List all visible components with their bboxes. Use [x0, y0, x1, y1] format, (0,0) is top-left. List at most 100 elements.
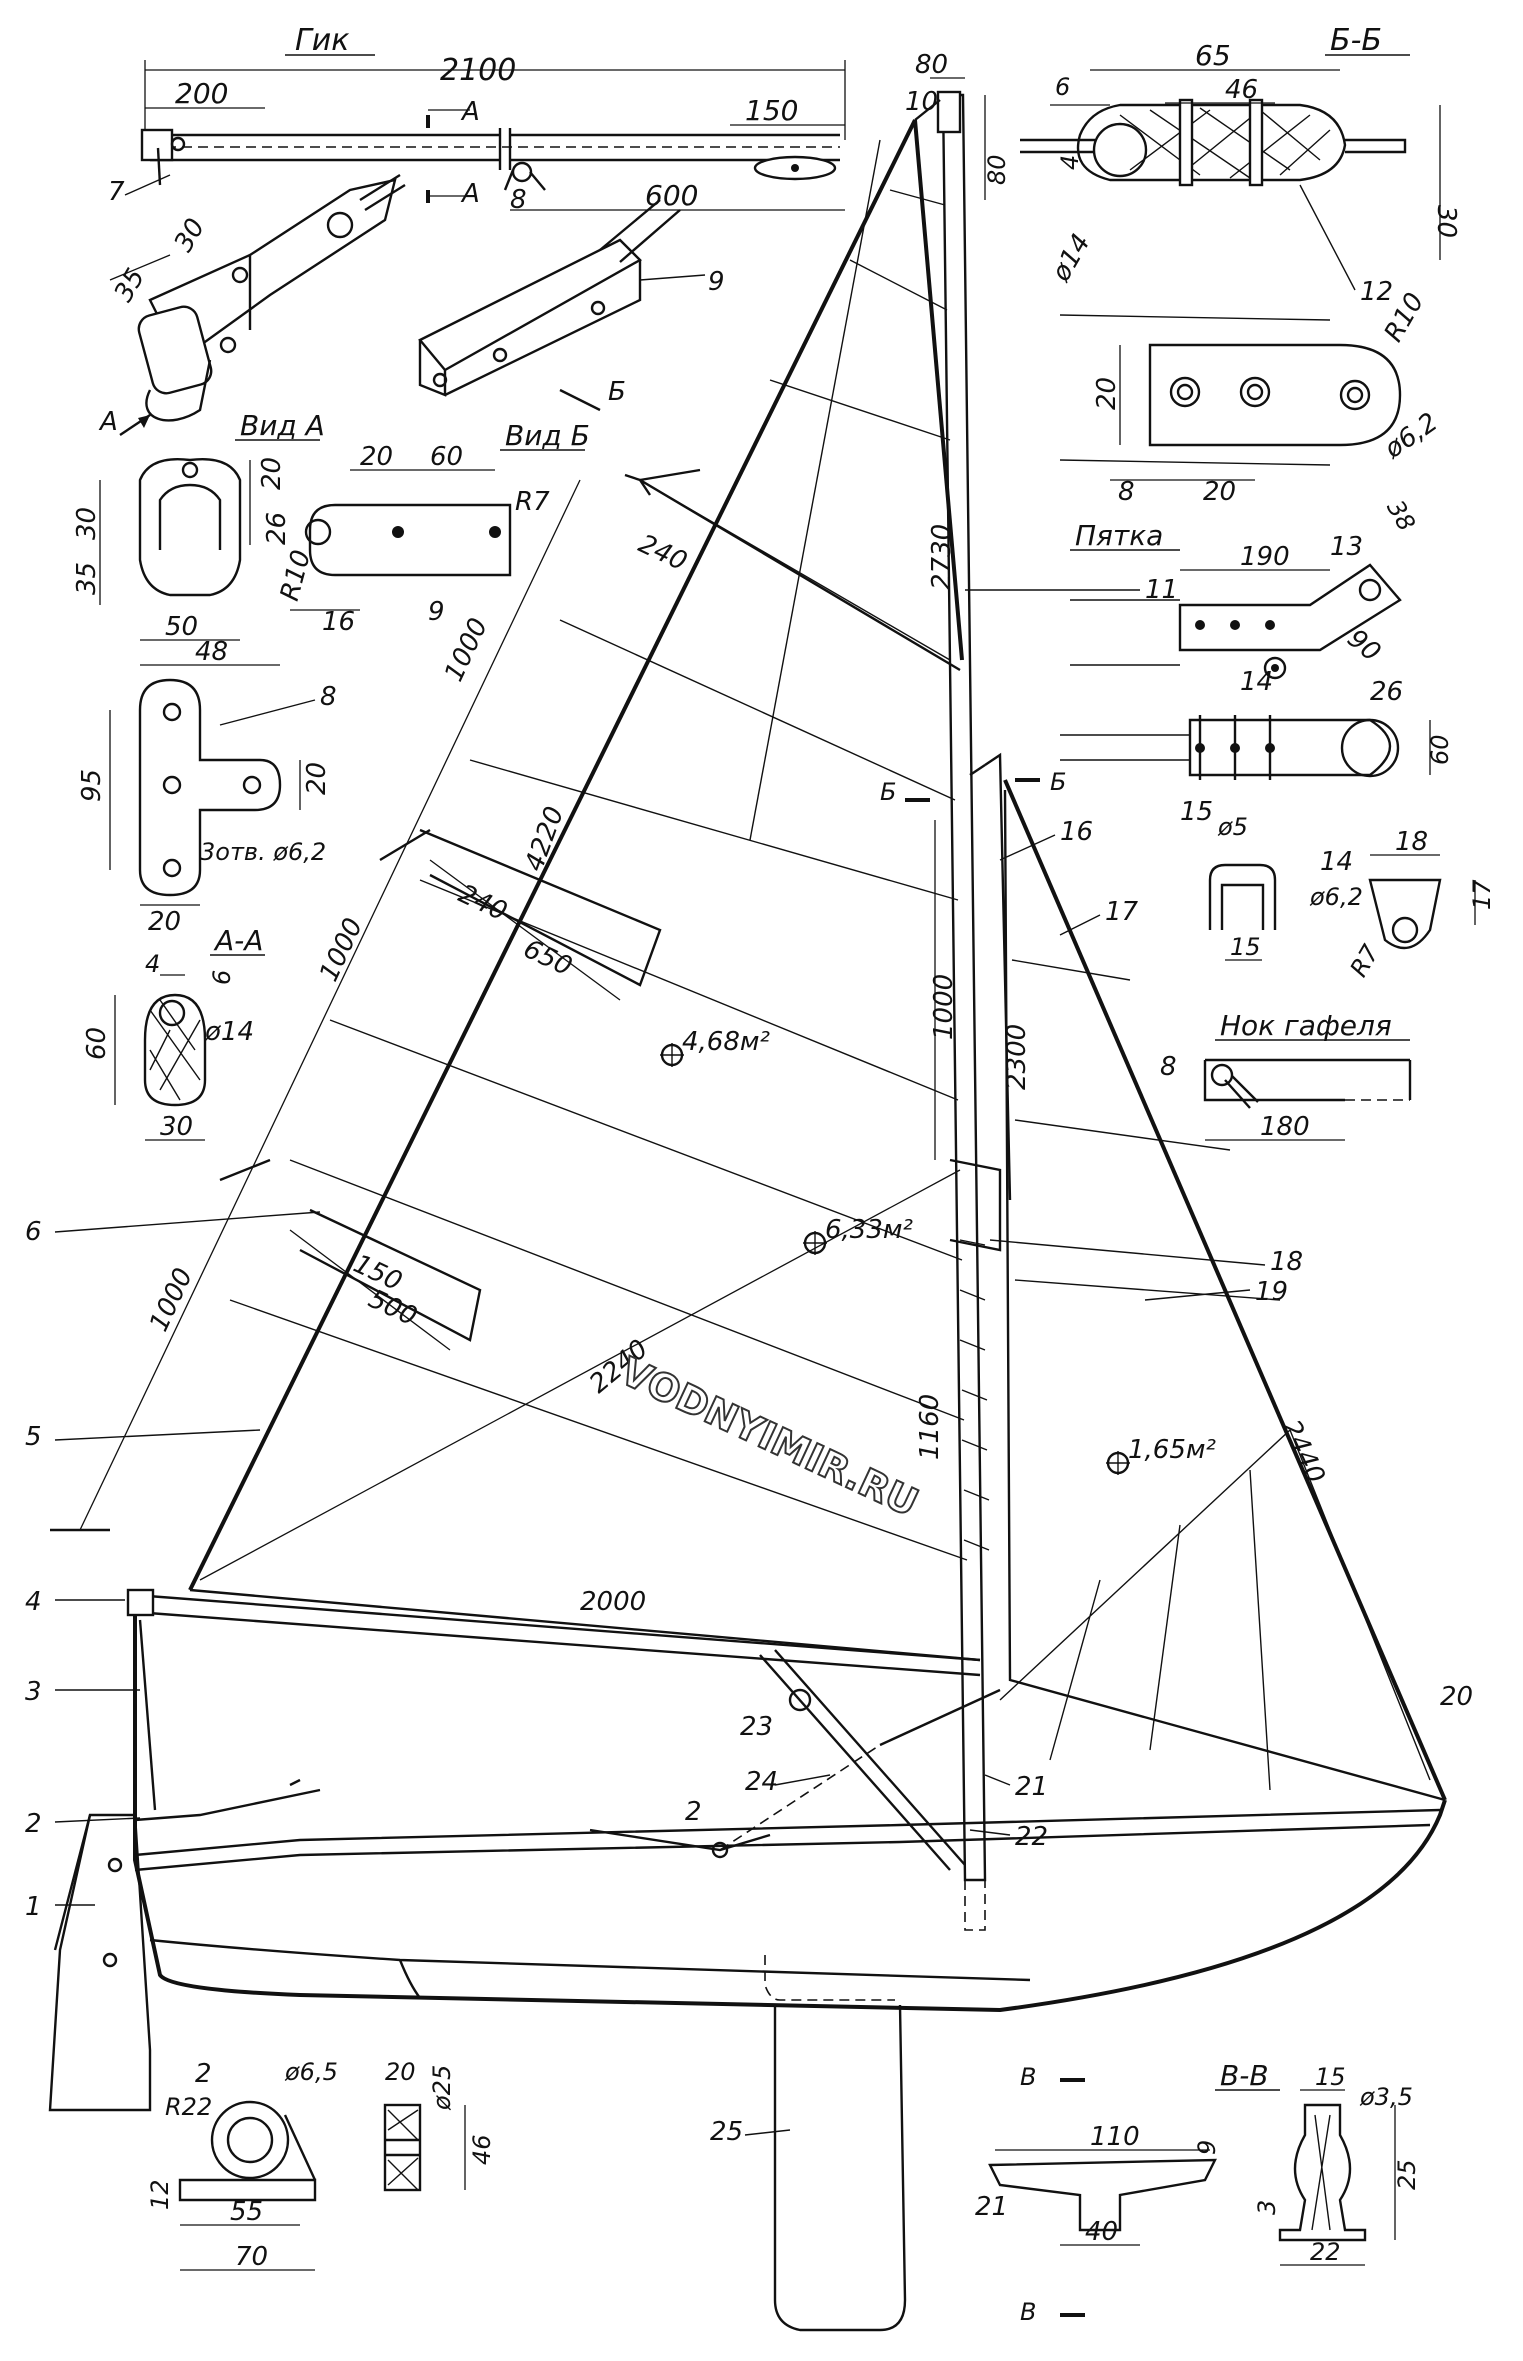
- dim-30-fitting7: 30: [169, 214, 212, 258]
- dim-2300: 2300: [1002, 1024, 1032, 1090]
- section-b-b: Б-Б 65 46 6 4 30 ø14 12: [1020, 23, 1461, 307]
- part-number-2-detail: 2: [195, 2059, 212, 2089]
- dim-r7-eye: R7: [1345, 939, 1386, 981]
- view-b-title: Вид Б: [505, 419, 590, 452]
- dim-20-plate: 20: [302, 762, 332, 795]
- part-number-19: 19: [1255, 1277, 1288, 1307]
- dim-6-aa: 6: [208, 970, 236, 985]
- hull-view: 25 23 24 20 21 22 4 3 2 1 2 5 6: [25, 1211, 1473, 2332]
- part-number-26: 26: [1370, 677, 1403, 707]
- dim-110: 110: [1090, 2122, 1140, 2152]
- dim-4-bb: 4: [1056, 155, 1084, 170]
- dim-d62-eye: ø6,2: [1309, 883, 1363, 911]
- dim-70: 70: [235, 2242, 268, 2272]
- dim-200: 200: [175, 77, 228, 110]
- part-number-21: 21: [1015, 1772, 1048, 1802]
- dim-9: 9: [1193, 2140, 1221, 2155]
- rig-main-view: 80 80 2730 10 1000 1000 1000 240: [50, 50, 1447, 1931]
- part-number-15: 15: [1180, 797, 1213, 827]
- dim-60-view-b: 60: [430, 442, 463, 472]
- dim-r10-view-b: R10: [275, 547, 317, 604]
- arrow-label-b: Б: [608, 377, 626, 407]
- part-number-3: 3: [25, 1677, 42, 1707]
- holes-note: 3отв. ø6,2: [200, 838, 326, 866]
- dim-boom-length: 2100: [440, 53, 516, 88]
- part-number-9: 9: [428, 597, 445, 627]
- part-number-8-plate: 8: [320, 682, 337, 712]
- dim-6-bb: 6: [1055, 73, 1070, 101]
- cut-mark-a-top: А: [460, 97, 480, 127]
- view-a-title: Вид А: [240, 409, 325, 442]
- section-bb-title: Б-Б: [1330, 23, 1382, 58]
- area-label-1-65: 1,65м²: [1128, 1435, 1216, 1465]
- part-number-18: 18: [1270, 1247, 1303, 1277]
- dim-55: 55: [230, 2197, 263, 2227]
- part-number-16: 16: [1060, 817, 1093, 847]
- part-number-8-peak: 8: [1160, 1052, 1177, 1082]
- part-number-2-mid: 2: [685, 1797, 702, 1827]
- heel-detail: Пятка 190 38 90 13 11 14: [965, 495, 1421, 697]
- boom-detail: Гик 2100 200 150 А А 8 600 7: [108, 23, 846, 215]
- part-number-11: 11: [1145, 575, 1178, 605]
- cut-mark-b-left: Б: [880, 778, 896, 806]
- dim-20-view-b: 20: [360, 442, 393, 472]
- heel-title: Пятка: [1075, 519, 1163, 552]
- part-number-23: 23: [740, 1712, 773, 1742]
- section-vv-title: В-В: [1220, 2059, 1269, 2092]
- dim-1000-middle: 1000: [314, 914, 369, 987]
- cut-mark-v-top: В: [1020, 2063, 1036, 2091]
- dim-2000: 2000: [580, 1587, 646, 1617]
- dim-16-view-b: 16: [322, 607, 355, 637]
- cut-mark-b-right: Б: [1050, 768, 1066, 796]
- dim-48: 48: [195, 637, 228, 667]
- part-number-24: 24: [745, 1767, 778, 1797]
- part-number-21-detail: 21: [975, 2192, 1008, 2222]
- dim-2440: 2440: [1275, 1415, 1330, 1488]
- dim-46-washer: 46: [468, 2134, 496, 2165]
- dim-80-side: 80: [983, 154, 1011, 185]
- dim-15-clip: 15: [1230, 933, 1261, 961]
- dim-d62-plate: ø6,2: [1379, 407, 1444, 465]
- dim-1000-lower: 1000: [144, 1264, 199, 1337]
- gaff-peak-title: Нок гафеля: [1220, 1009, 1392, 1042]
- dim-20-washer: 20: [385, 2058, 416, 2086]
- dim-17: 17: [1468, 879, 1496, 910]
- part-number-13: 13: [1330, 532, 1363, 562]
- part-number-25: 25: [710, 2117, 743, 2147]
- part-number-10: 10: [905, 87, 938, 117]
- section-v-v: В-В 15 ø3,5 3 25 22: [1215, 2059, 1421, 2266]
- dim-3: 3: [1253, 2200, 1281, 2215]
- boom-title: Гик: [295, 23, 349, 58]
- dim-65: 65: [1195, 39, 1231, 72]
- dim-25: 25: [1393, 2159, 1421, 2190]
- dim-240-mid: 240: [454, 879, 512, 927]
- part-number-4: 4: [25, 1587, 42, 1617]
- part-number-5: 5: [25, 1422, 42, 1452]
- dim-650: 650: [519, 934, 577, 982]
- dim-26-view-b: 26: [262, 512, 292, 545]
- plate-12-detail: R10 ø6,2 20 8 20: [1059, 288, 1444, 507]
- dim-20-plate-bottom: 20: [148, 907, 181, 937]
- section-a-a: А-А 4 6 ø14 60 30: [82, 924, 265, 1142]
- cleat-21-detail: В 110 9 40 21 В: [975, 2063, 1221, 2326]
- dim-r7-view-b: R7: [515, 487, 550, 517]
- dim-1160: 1160: [915, 1394, 945, 1460]
- washer-detail: 20 ø25 46: [383, 2058, 496, 2192]
- watermark: VODNYIMIR.RU: [614, 1349, 925, 1525]
- dim-d14-aa: ø14: [204, 1017, 254, 1047]
- part-number-14: 14: [1240, 667, 1273, 697]
- part-number-7: 7: [108, 177, 125, 207]
- dim-190: 190: [1240, 542, 1290, 572]
- dim-15-vv: 15: [1315, 2063, 1346, 2091]
- part-number-9-top: 9: [708, 267, 725, 297]
- part-number-17: 17: [1105, 897, 1139, 927]
- dim-30-aa: 30: [160, 1112, 193, 1142]
- dim-1000-upper: 1000: [439, 614, 494, 687]
- dim-60-aa: 60: [82, 1027, 112, 1060]
- part-number-22: 22: [1015, 1822, 1048, 1852]
- dim-50-view-a: 50: [165, 612, 198, 642]
- dim-180: 180: [1260, 1112, 1310, 1142]
- dim-95: 95: [77, 769, 107, 802]
- dim-4-aa: 4: [145, 950, 160, 978]
- fitting-9-view: 9 Б: [418, 199, 725, 412]
